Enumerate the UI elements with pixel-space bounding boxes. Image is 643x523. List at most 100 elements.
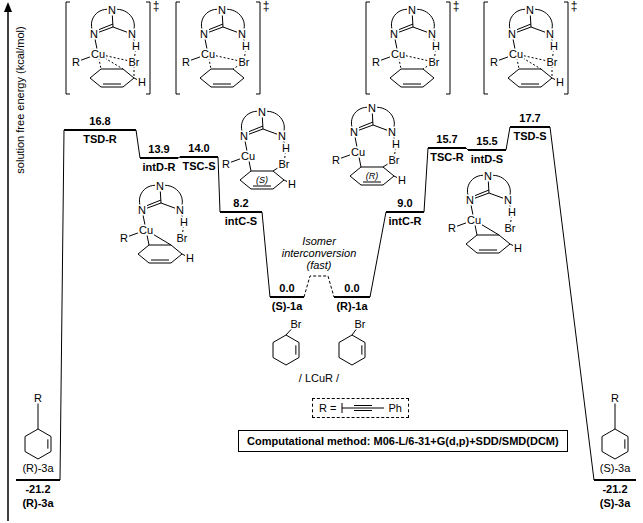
bond-line: [295, 345, 296, 354]
atom-label: N: [107, 5, 117, 16]
bond-line: [363, 182, 381, 183]
atom-label: H: [549, 41, 559, 52]
atom-label: N: [545, 29, 555, 40]
ts-bracket: [176, 2, 180, 94]
bond-line: [354, 405, 372, 406]
atom-label: Br: [354, 319, 367, 330]
energy-level: 17.7TSD-S: [510, 126, 550, 128]
reagent-label: / LCuR /: [298, 373, 340, 384]
cyclohexene-ring: [602, 429, 628, 459]
profile-connector: [550, 127, 594, 480]
profile-connector: [370, 212, 386, 297]
energy-level: 16.8TSD-R: [64, 129, 136, 131]
atom-label: N: [525, 5, 535, 16]
profile-connector: [424, 148, 428, 212]
profile-connector: [262, 212, 270, 297]
edge-label: Isomer interconversion (fast): [277, 235, 361, 271]
atom-label: N: [237, 29, 247, 40]
atom-label: N: [239, 131, 249, 142]
energy-level: 15.7TSC-R: [428, 147, 466, 149]
bond-line: [208, 24, 223, 30]
ts-bracket: [366, 2, 370, 94]
energy-value: 9.0: [397, 197, 412, 209]
energy-level: -21.2(R)-3a: [16, 479, 60, 481]
state-name: (S)-3a: [600, 497, 631, 509]
atom-label: Br: [388, 155, 401, 166]
energy-level: 8.2intC-S: [220, 211, 262, 213]
atom-label: H: [513, 243, 523, 254]
atom-label: Br: [428, 57, 441, 68]
energy-level: 13.9intD-R: [140, 157, 178, 159]
box-text: R =: [319, 402, 336, 414]
atom-label: N: [483, 171, 493, 182]
bond-line: [358, 122, 373, 128]
axis-title: solution free energy (kcal/mol): [15, 25, 26, 174]
atom-label: H: [137, 77, 147, 88]
atom-label: H: [391, 139, 401, 150]
box-text: Computational method: M06-L/6-31+G(d,p)+…: [247, 435, 559, 447]
energy-value: 14.0: [188, 142, 209, 154]
cyclohexene-ring: [390, 69, 434, 87]
atom-label: N: [503, 195, 513, 206]
atom-label: Br: [128, 57, 141, 68]
state-name: (S)-1a: [272, 300, 303, 312]
bond-line: [521, 84, 539, 85]
state-name: (R)-3a: [22, 497, 53, 509]
profile-connector: [218, 157, 220, 212]
atom-label: N: [137, 205, 147, 216]
atom-label: H: [555, 77, 565, 88]
bond-line: [213, 84, 231, 85]
cyclohexene-ring: [138, 245, 182, 263]
state-name: TSC-S: [183, 160, 216, 172]
atom-label: N: [127, 29, 137, 40]
ts-bracket: [256, 2, 260, 94]
atom-label: Br: [278, 159, 291, 170]
energy-axis: [7, 10, 9, 521]
bond-line: [354, 410, 372, 411]
state-name: intD-R: [143, 161, 176, 173]
profile-connector: [506, 127, 510, 150]
state-name: (R)-1a: [336, 300, 367, 312]
atom-label: Cu: [508, 49, 524, 60]
cyclohexene-ring: [339, 335, 365, 365]
bond-line: [474, 190, 489, 196]
compound-label: (S)-3a: [599, 463, 632, 474]
atom-label: N: [155, 181, 165, 192]
atom-label: N: [507, 29, 517, 40]
box-text: Ph: [388, 402, 401, 414]
profile-connector: [304, 276, 334, 297]
ts-symbol: ‡: [452, 0, 461, 12]
energy-level: 15.5intD-S: [468, 149, 506, 151]
energy-level: -21.2(S)-3a: [594, 479, 636, 481]
state-name: intC-S: [225, 215, 257, 227]
bond-line: [361, 345, 362, 354]
cyclohexene-ring: [240, 171, 284, 189]
atom-label: H: [185, 253, 195, 264]
compound-label: (R)-3a: [21, 463, 54, 474]
bond-line: [516, 24, 531, 30]
atom-label: H: [507, 207, 517, 218]
atom-label: R: [181, 57, 191, 68]
cyclohexene-ring: [273, 335, 299, 365]
energy-level: 0.0(S)-1a: [270, 296, 304, 298]
atom-label: N: [387, 127, 397, 138]
ts-symbol: ‡: [152, 0, 161, 12]
ts-symbol: ‡: [570, 0, 579, 12]
energy-value: -21.2: [25, 483, 50, 495]
energy-value: 8.2: [233, 197, 248, 209]
stereo-label: (R): [365, 172, 380, 181]
atom-label: H: [287, 179, 297, 190]
state-name: TSD-S: [514, 130, 547, 142]
ts-bracket: [484, 2, 488, 94]
atom-label: R: [447, 223, 457, 234]
bond-line: [403, 84, 421, 85]
atom-label: Cu: [390, 49, 406, 60]
atom-label: R: [71, 57, 81, 68]
stereo-label: (S): [255, 176, 269, 185]
atom-label: N: [277, 131, 287, 142]
bond-line: [151, 260, 169, 261]
cyclohexene-ring: [200, 69, 244, 87]
atom-label: H: [241, 41, 251, 52]
atom-label: R: [331, 155, 341, 166]
energy-value: 16.8: [89, 115, 110, 127]
